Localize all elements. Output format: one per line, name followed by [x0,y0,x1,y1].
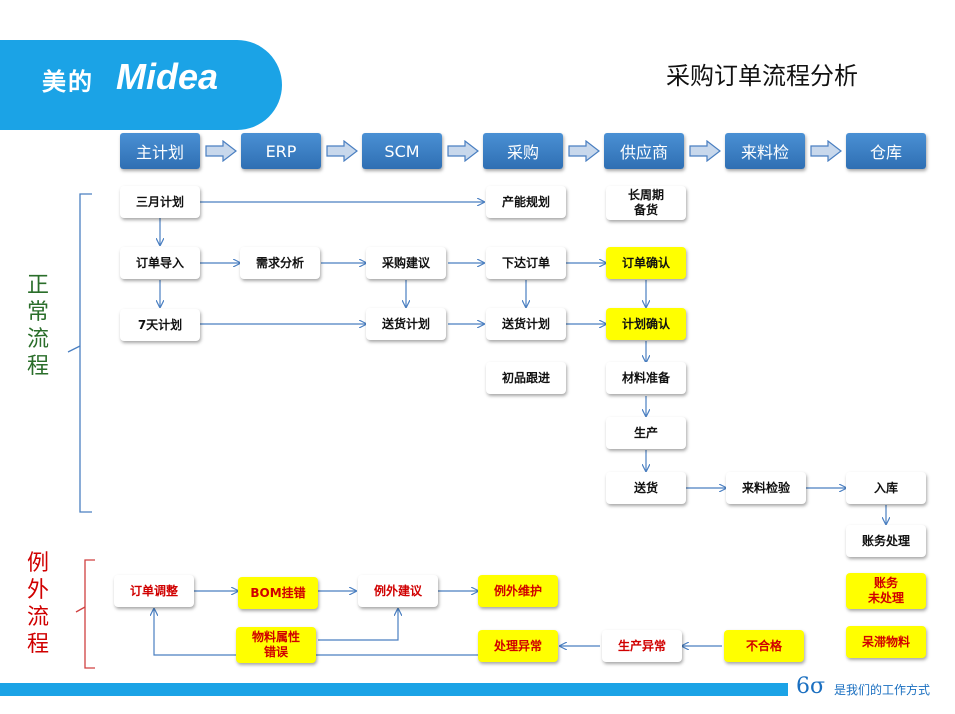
box-accounting: 账务处理 [846,525,926,557]
six-sigma-mark: 6σ [796,674,826,699]
box-production: 生产 [606,417,686,449]
stage-arrow-1 [205,140,237,162]
box-first-article-followup: 初品跟进 [486,362,566,394]
exception-flow-label: 例外流程 [26,551,49,657]
box-handle-exception: 处理异常 [478,630,558,662]
box-idle-material: 呆滞物料 [846,626,926,658]
box-production-exception: 生产异常 [602,630,682,662]
box-capacity-planning: 产能规划 [486,186,566,218]
page-title: 采购订单流程分析 [666,62,858,90]
box-material-prep: 材料准备 [606,362,686,394]
box-order-import: 订单导入 [120,247,200,279]
stage-warehouse: 仓库 [846,133,926,169]
box-exception-maintenance: 例外维护 [478,575,558,607]
stage-arrow-4 [568,140,600,162]
stage-arrow-6 [810,140,842,162]
stage-arrow-3 [447,140,479,162]
logo-band: 美的 Midea [0,40,282,130]
logo-cn-text: 美的 [42,68,94,96]
stage-arrow-2 [326,140,358,162]
box-warehousing: 入库 [846,472,926,504]
box-plan-confirm: 计划确认 [606,308,686,340]
stage-arrow-5 [689,140,721,162]
box-delivery-plan-scm: 送货计划 [366,308,446,340]
box-issue-order: 下达订单 [486,247,566,279]
footer-slogan: 是我们的工作方式 [834,683,931,697]
logo-en-text: Midea [116,56,219,97]
stage-erp: ERP [241,133,321,169]
stage-incoming-inspection: 来料检 [725,133,805,169]
box-seven-day-plan: 7天计划 [120,309,200,341]
stage-supplier: 供应商 [604,133,684,169]
box-order-adjust: 订单调整 [114,575,194,607]
box-bom-error: BOM挂错 [238,577,318,609]
box-purchase-suggestion: 采购建议 [366,247,446,279]
box-long-cycle-stock: 长周期 备货 [606,186,686,220]
footer-bar [0,683,788,696]
stage-purchase: 采购 [483,133,563,169]
normal-flow-label: 正常流程 [26,273,49,379]
box-material-attribute-error: 物料属性 错误 [236,627,316,663]
box-three-month-plan: 三月计划 [120,186,200,218]
box-nonconforming: 不合格 [724,630,804,662]
box-delivery: 送货 [606,472,686,504]
box-accounting-unprocessed: 账务 未处理 [846,573,926,609]
box-demand-analysis: 需求分析 [240,247,320,279]
stage-scm: SCM [362,133,442,169]
box-delivery-plan-purchase: 送货计划 [486,308,566,340]
box-incoming-inspection: 来料检验 [726,472,806,504]
box-order-confirm: 订单确认 [606,247,686,279]
box-exception-suggestion: 例外建议 [358,575,438,607]
stage-main-plan: 主计划 [120,133,200,169]
